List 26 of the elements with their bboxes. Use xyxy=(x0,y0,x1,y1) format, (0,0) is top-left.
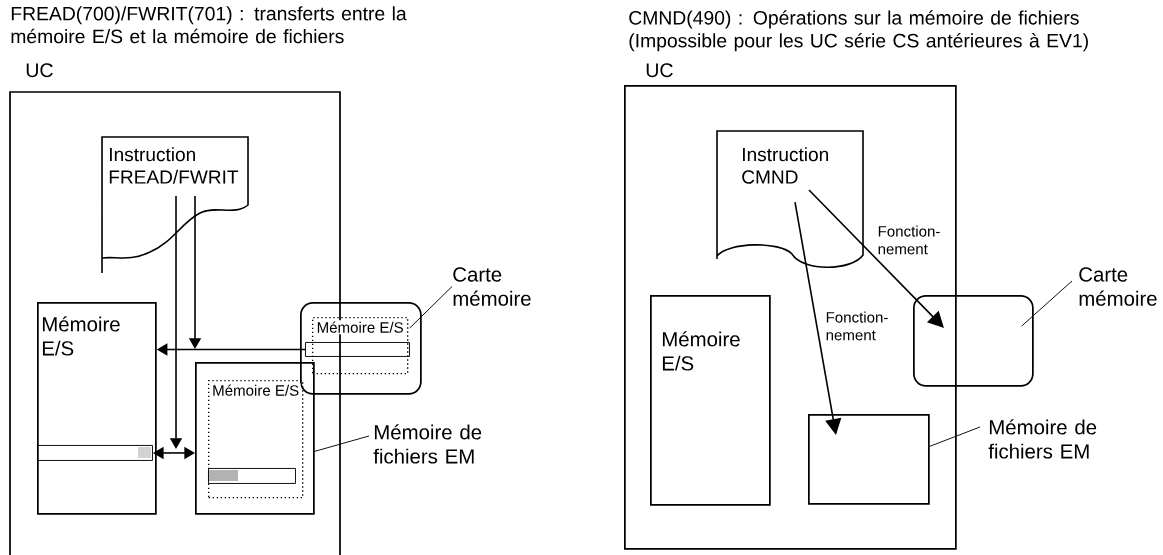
memory-box xyxy=(195,362,315,515)
edge-label: Fonction- nement xyxy=(876,224,951,256)
callout-text: Carte mémoire xyxy=(453,267,531,306)
memory-bar xyxy=(208,468,296,484)
memory-bar xyxy=(305,342,410,357)
edge-label: Fonction- nement xyxy=(824,310,899,342)
arrow xyxy=(808,189,944,328)
callout-text: Mémoire de fichiers EM xyxy=(988,419,1097,459)
leader-line xyxy=(314,435,370,452)
memory-bar xyxy=(37,445,153,461)
memory-box: Mémoire E/S xyxy=(650,295,771,506)
callout-text: Mémoire de fichiers EM xyxy=(373,424,482,464)
memory-box: Mémoire E/S xyxy=(37,302,157,515)
title-text: CMND(490) : Opérations sur la mémoire de fichiers (Impossible pour les UC série CS antérieures à EV1) xyxy=(629,10,1088,52)
arrow xyxy=(794,201,842,435)
arrow xyxy=(153,446,195,460)
node-label: UC xyxy=(646,63,673,78)
memory-box xyxy=(808,414,930,505)
leader-line xyxy=(1021,280,1073,327)
memory-card xyxy=(913,295,1034,387)
leader-line xyxy=(929,426,981,447)
memory-card xyxy=(300,302,422,395)
callout-text: Carte mémoire xyxy=(1079,267,1157,306)
leader-line xyxy=(409,286,453,329)
title-text: FREAD(700)/FWRIT(701) : transferts entre la mémoire E/S et la mémoire de fichiers xyxy=(11,6,407,44)
dotted-frame: Mémoire E/S xyxy=(312,317,409,375)
